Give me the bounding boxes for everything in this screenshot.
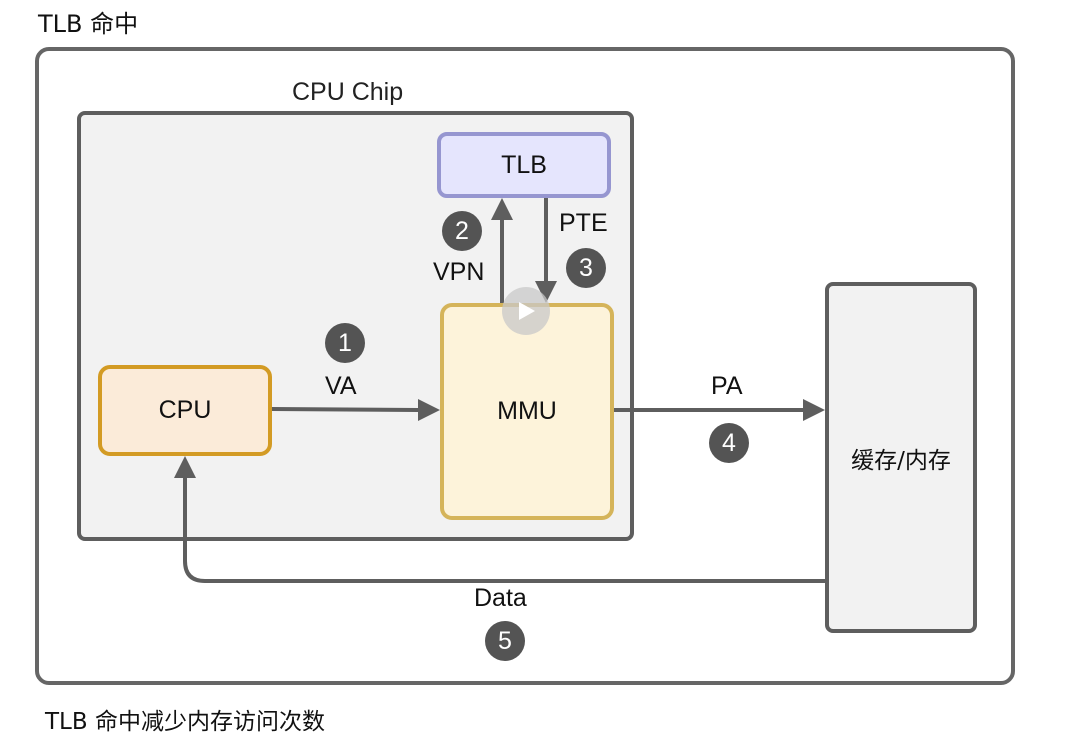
cpu-label: CPU: [158, 396, 212, 424]
arrowhead-pte: [535, 281, 557, 303]
cpu-chip-label: CPU Chip: [292, 78, 404, 106]
step-badge-4: 4: [709, 423, 749, 463]
cpu-node: CPU: [98, 365, 272, 456]
step-badge-3: 3: [566, 248, 606, 288]
edge-label-data: Data: [474, 584, 527, 612]
arrowhead-vpn: [491, 198, 513, 220]
arrowhead-pa: [803, 399, 825, 421]
mmu-node: MMU: [440, 303, 614, 520]
edge-label-pte: PTE: [559, 209, 608, 237]
memory-node: 缓存/内存: [825, 282, 977, 633]
arrow-data: [183, 478, 825, 583]
play-button[interactable]: [502, 287, 550, 335]
memory-label: 缓存/内存: [851, 447, 951, 474]
diagram-caption: TLB 命中减少内存访问次数: [45, 709, 325, 735]
tlb-node: TLB: [437, 132, 611, 198]
step-badge-5: 5: [485, 621, 525, 661]
step-badge-2: 2: [442, 211, 482, 251]
step-badge-1: 1: [325, 323, 365, 363]
arrowhead-data: [174, 456, 196, 478]
arrowhead-va: [418, 399, 440, 421]
edge-label-pa: PA: [711, 372, 743, 400]
mmu-label: MMU: [497, 397, 557, 425]
arrow-va: [271, 407, 419, 412]
play-icon: [519, 302, 535, 320]
outer-frame: [35, 47, 1015, 685]
tlb-label: TLB: [501, 150, 547, 179]
edge-label-vpn: VPN: [433, 258, 485, 286]
diagram-title: TLB 命中: [38, 10, 139, 38]
edge-label-va: VA: [325, 372, 357, 400]
